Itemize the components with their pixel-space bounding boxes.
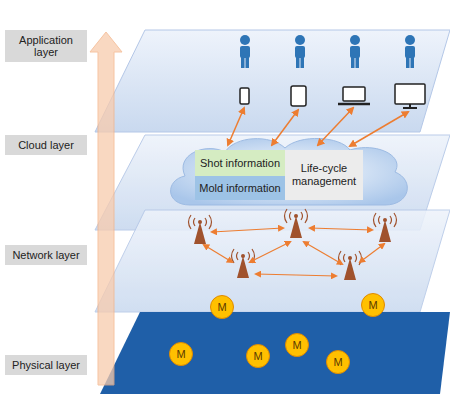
info-box: Mold information — [195, 176, 285, 200]
upward-arrow — [90, 32, 122, 385]
machine-circle: M — [361, 293, 385, 317]
network-links — [204, 228, 384, 276]
application-plane — [95, 30, 450, 132]
node-text: Application layer — [9, 34, 83, 58]
layer-label: Application layer — [5, 30, 87, 62]
node-text: Physical layer — [12, 359, 80, 371]
node-text: Mold information — [199, 182, 280, 195]
tower-mast — [237, 256, 249, 278]
tower-mast — [344, 258, 356, 280]
node-text: Shot information — [200, 157, 280, 170]
tower-signal — [339, 251, 362, 265]
node-text: M — [217, 301, 226, 313]
tower-mast — [379, 220, 391, 242]
node-text: M — [253, 350, 262, 362]
machine-circle: M — [169, 342, 193, 366]
machine-circle: M — [210, 295, 234, 319]
tower-tip — [241, 254, 245, 258]
node-text: M — [368, 299, 377, 311]
tower-tip — [294, 214, 298, 218]
network-towers — [189, 209, 397, 280]
node-text: Cloud layer — [18, 139, 74, 151]
tower-signal — [285, 209, 308, 223]
tower-tip — [348, 256, 352, 260]
device-icons — [240, 84, 425, 108]
tower-tip — [383, 218, 387, 222]
tower-signal — [189, 215, 212, 229]
info-box: Shot information — [195, 150, 285, 176]
machine-circle: M — [285, 333, 309, 357]
network-plane — [95, 210, 450, 312]
info-box: Life-cycle management — [285, 150, 363, 200]
tower-mast — [194, 222, 206, 244]
node-text: Network layer — [12, 249, 79, 261]
tower-tip — [198, 220, 202, 224]
user-icons — [240, 35, 415, 68]
machine-circle: M — [246, 344, 270, 368]
cloud-shape — [171, 138, 408, 205]
physical-plane — [100, 312, 450, 394]
node-text: M — [292, 339, 301, 351]
node-text: M — [176, 348, 185, 360]
tower-signal — [374, 213, 397, 227]
access-arrows — [228, 108, 408, 146]
layer-label: Cloud layer — [5, 135, 87, 155]
node-text: M — [333, 356, 342, 368]
node-text: Life-cycle management — [289, 162, 359, 187]
layer-label: Network layer — [5, 245, 87, 265]
layer-label: Physical layer — [5, 355, 87, 375]
machine-circle: M — [326, 350, 350, 374]
tower-mast — [290, 216, 302, 238]
